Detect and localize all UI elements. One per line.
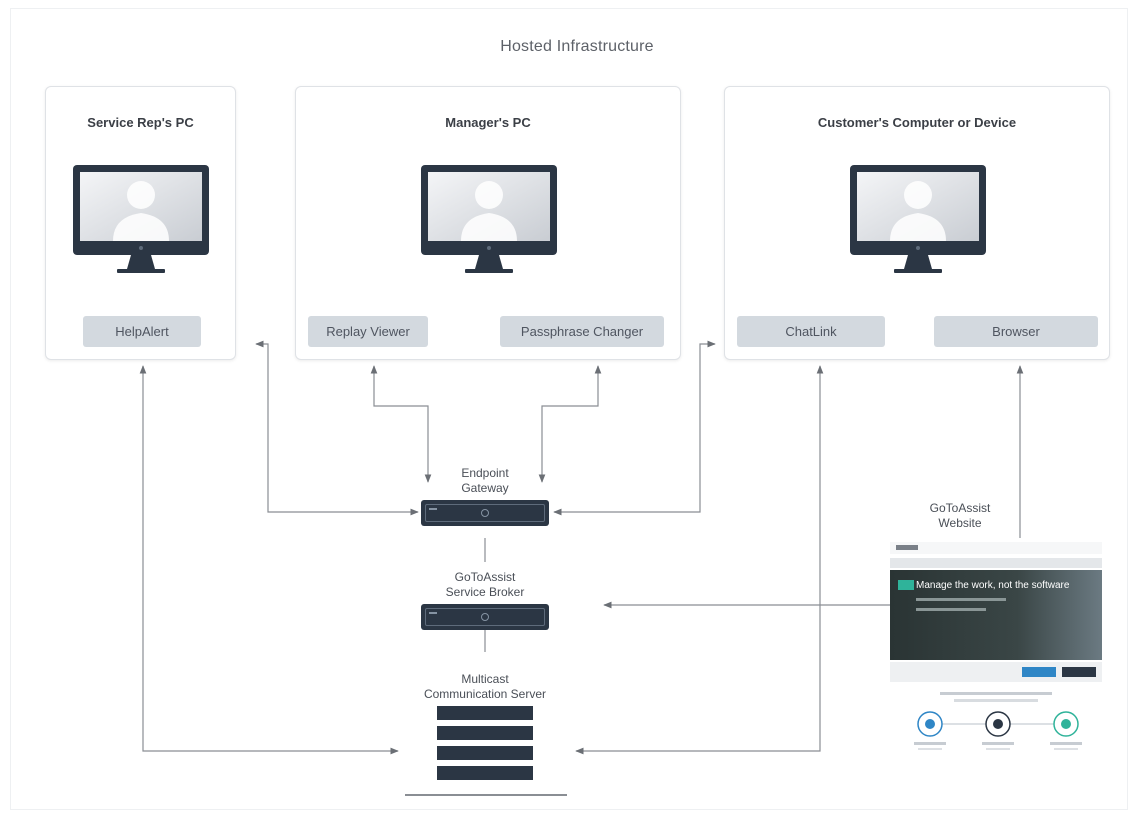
label-endpoint-gateway: Endpoint Gateway [461,466,509,495]
website-hero-text: Manage the work, not the software [916,580,1070,591]
arrow-rep-gateway [255,340,419,516]
diagram-title: Hosted Infrastructure [500,38,654,55]
arrow-passphrase-gateway [538,365,602,483]
website-hero: Manage the work, not the software [890,570,1102,660]
monitor-icon [850,165,986,273]
website-button [1062,667,1096,677]
label-service-broker: GoToAssist Service Broker [445,570,525,599]
diagram-frame [10,8,1128,810]
monitor-icon [73,165,209,273]
arrow-helpalert-server [139,365,399,755]
website-hero-subtext [916,598,1006,601]
website-hero-badge [898,580,914,590]
panel-customer-computer: Customer's Computer or Device ChatLink B… [724,86,1110,360]
endpoint-gateway-device [421,500,549,526]
website-caption-line [954,699,1038,702]
website-feature-icons [914,711,1082,750]
monitor-icon [421,165,557,273]
label-multicast-server: Multicast Communication Server [423,672,547,701]
panel-title-manager: Manager's PC [445,115,531,130]
website-nav [890,558,1102,568]
arrow-replay-gateway [370,365,432,483]
chip-browser: Browser [934,316,1098,347]
chip-replay-viewer: Replay Viewer [308,316,428,347]
website-hero-subtext [916,608,986,611]
website-button [1022,667,1056,677]
label-gotoassist-website: GoToAssist Website [929,501,991,530]
panel-managers-pc: Manager's PC Replay Viewer Passphrase Ch… [295,86,681,360]
server-base-line [405,794,567,796]
website-topbar [890,542,1102,554]
panel-service-rep-pc: Service Rep's PC HelpAlert [45,86,236,360]
panel-title-customer: Customer's Computer or Device [817,115,1017,130]
chip-passphrase-changer: Passphrase Changer [500,316,664,347]
chip-chatlink: ChatLink [737,316,885,347]
service-broker-device [421,604,549,630]
chip-helpalert: HelpAlert [83,316,201,347]
panel-title-service-rep: Service Rep's PC [87,115,194,130]
website-preview: Manage the work, not the software [886,538,1106,766]
website-logo [896,545,918,550]
arrow-customer-gateway [553,340,716,516]
arrow-chatlink-server [575,365,824,755]
website-caption-line [940,692,1052,695]
multicast-server-stack [437,706,533,782]
